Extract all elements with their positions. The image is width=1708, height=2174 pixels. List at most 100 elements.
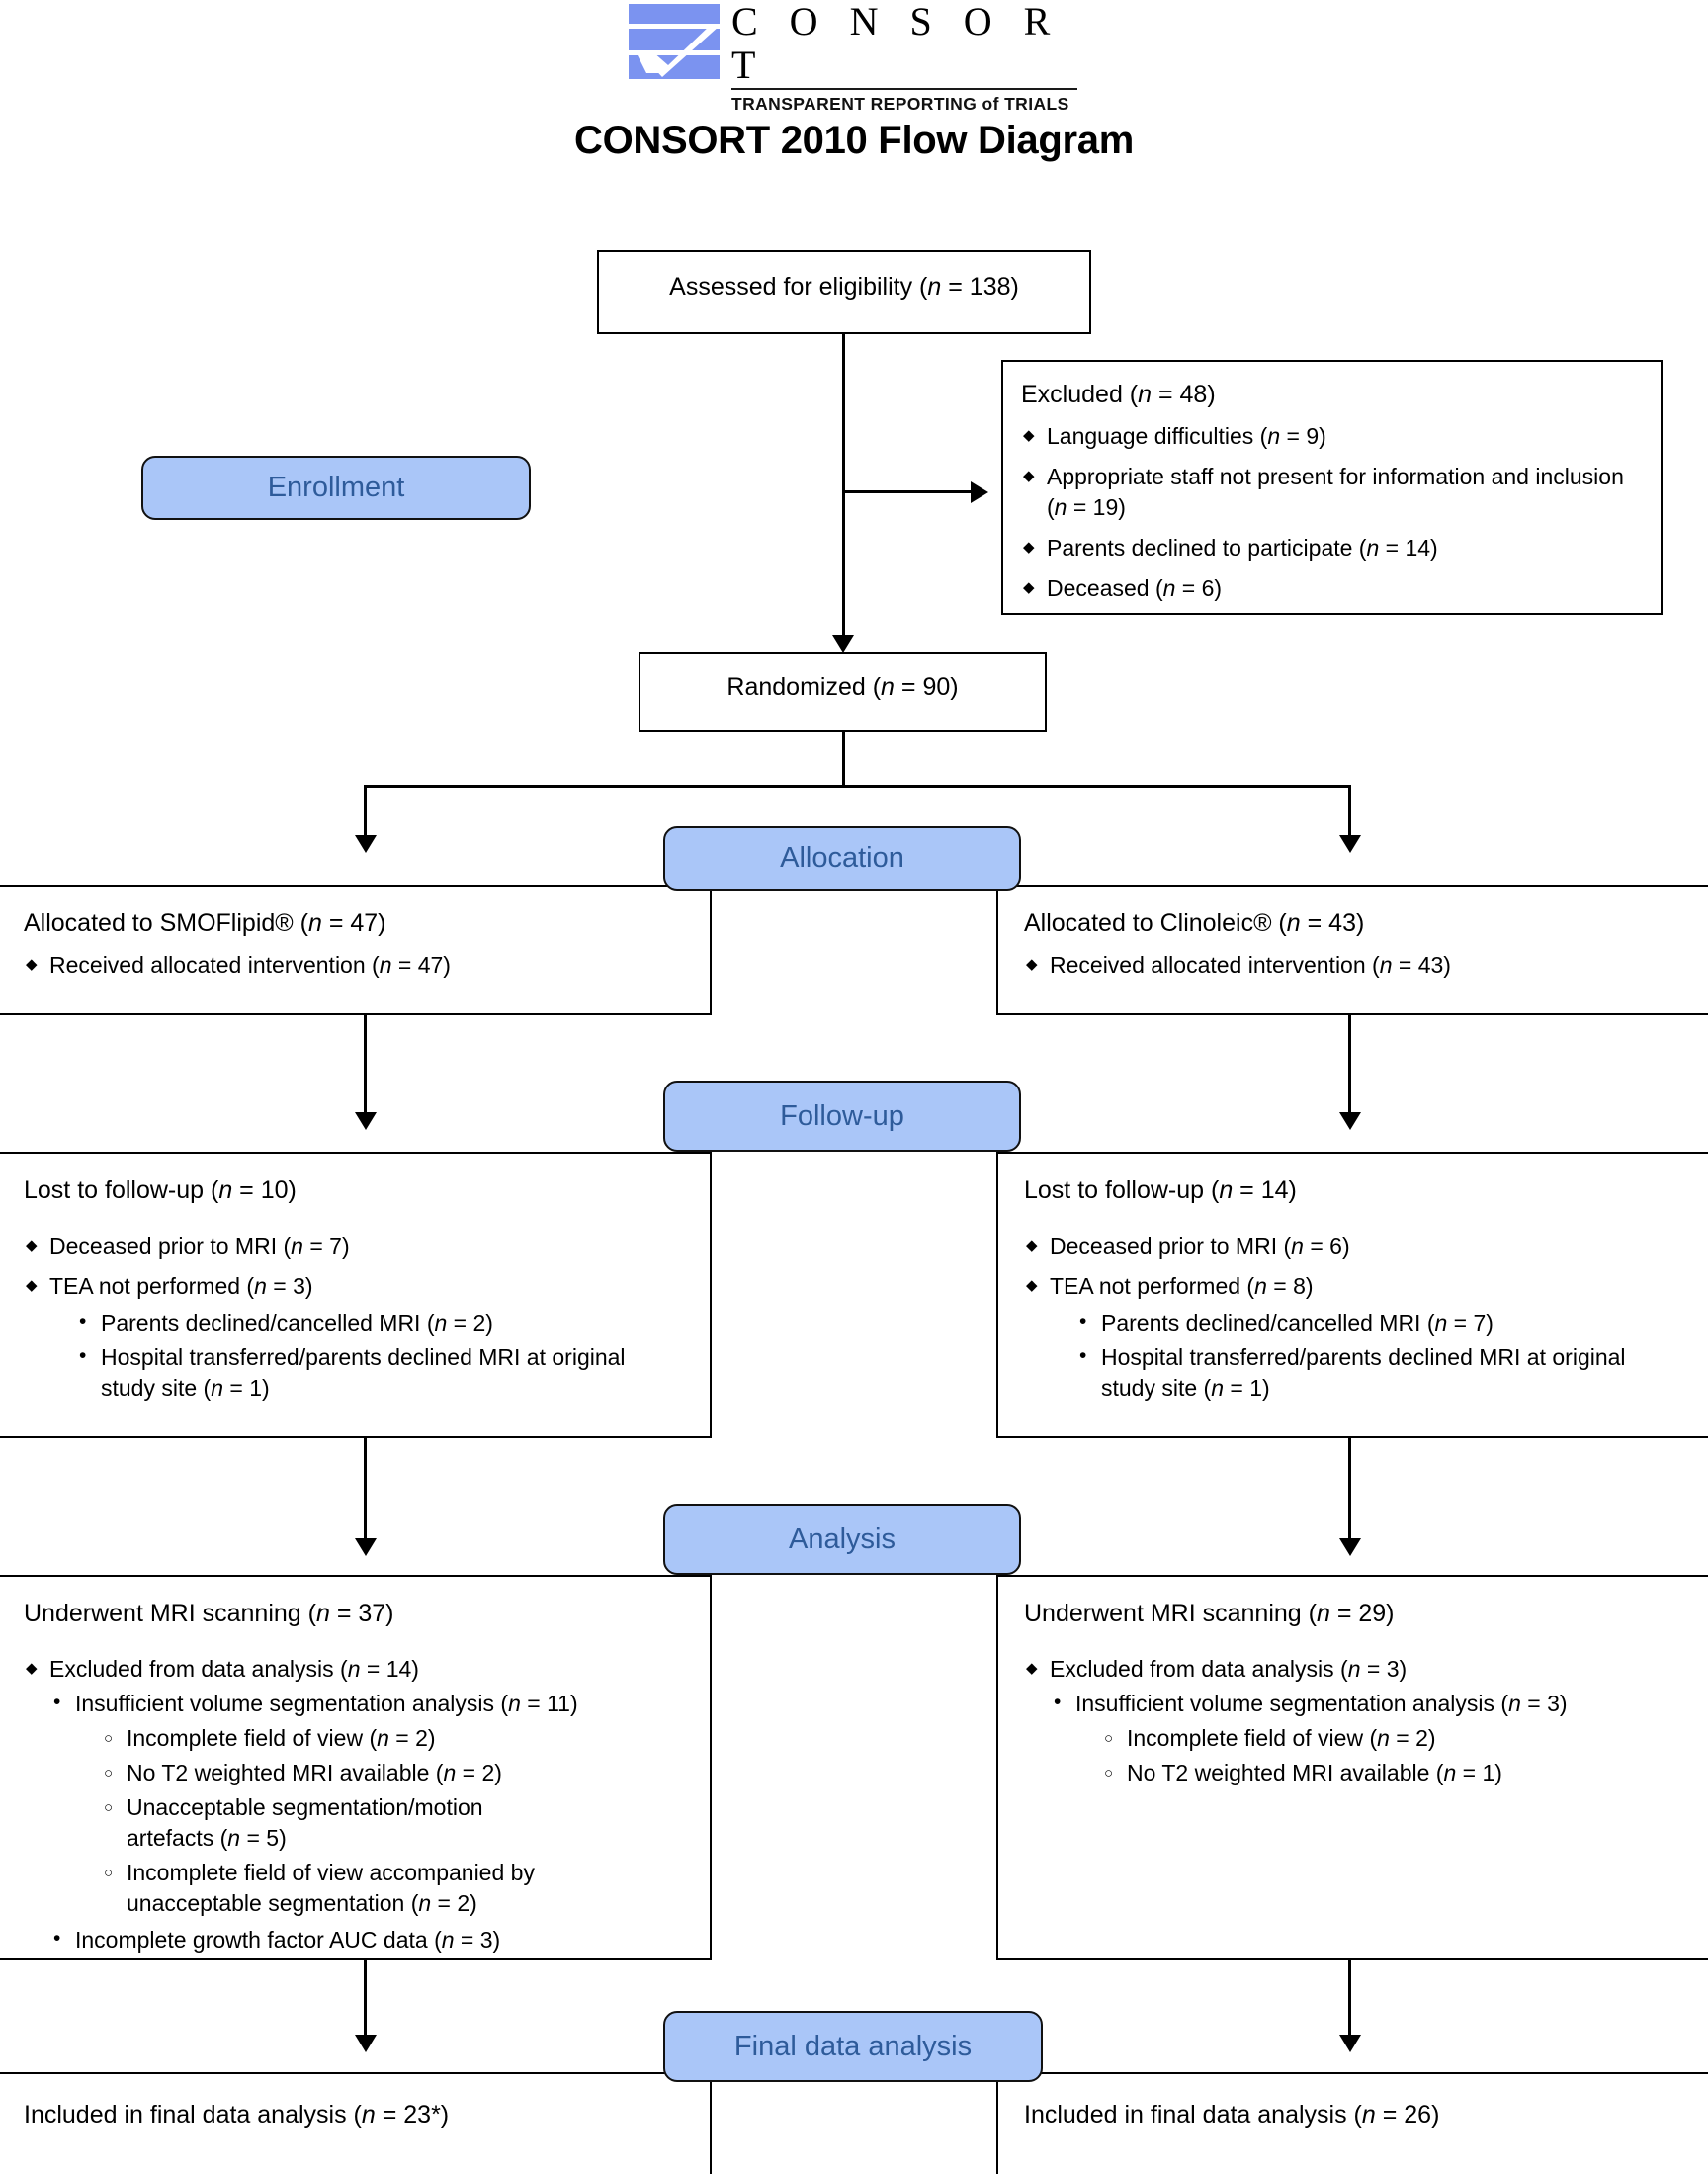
arrow-into-final-right xyxy=(1339,2035,1361,2052)
stage-label-final-text: Final data analysis xyxy=(733,2030,973,2062)
follow-left-sublist: Parents declined/cancelled MRI (n = 2) H… xyxy=(75,1306,692,1404)
connector-split-horizontal xyxy=(364,785,1351,788)
stage-label-allocation: Allocation xyxy=(663,826,1021,891)
box-lost-to-followup-right: Lost to follow-up (n = 14) Deceased prio… xyxy=(996,1152,1708,1438)
excluded-title: Excluded (n = 48) xyxy=(1021,381,1216,408)
randomized-title: Randomized (n = 90) xyxy=(726,673,959,701)
final-left-title: Included in final data analysis (n = 23*… xyxy=(24,2101,450,2129)
connector-split-left-down xyxy=(364,785,367,842)
connector-analysis-right-to-final xyxy=(1348,1960,1351,2044)
logo-wordmark: C O N S O R T xyxy=(731,0,1062,87)
list-item: Incomplete field of view accompanied by … xyxy=(101,1858,542,1919)
connector-follow-right-to-analysis xyxy=(1348,1438,1351,1547)
box-randomized: Randomized (n = 90) xyxy=(639,652,1047,732)
arrow-into-final-left xyxy=(355,2035,377,2052)
stage-label-analysis: Analysis xyxy=(663,1504,1021,1575)
stage-label-enrollment-text: Enrollment xyxy=(267,472,405,503)
list-item: Excluded from data analysis (n = 3) xyxy=(1024,1653,1692,1685)
connector-alloc-right-to-follow xyxy=(1348,1015,1351,1119)
stage-label-followup-text: Follow-up xyxy=(780,1099,904,1132)
alloc-left-list: Received allocated intervention (n = 47) xyxy=(24,949,692,981)
final-right-title: Included in final data analysis (n = 26) xyxy=(1024,2101,1440,2129)
checkmark-icon xyxy=(637,24,720,77)
connector-split-right-down xyxy=(1348,785,1351,842)
list-item: Hospital transferred/parents declined MR… xyxy=(75,1341,654,1404)
arrow-into-follow-left xyxy=(355,1112,377,1130)
box-final-right: Included in final data analysis (n = 26) xyxy=(996,2072,1708,2174)
analysis-left-title: Underwent MRI scanning (n = 37) xyxy=(24,1600,394,1627)
follow-right-list: Deceased prior to MRI (n = 6) TEA not pe… xyxy=(1024,1230,1692,1302)
stage-label-enrollment: Enrollment xyxy=(141,456,531,520)
list-item: Unacceptable segmentation/motion artefac… xyxy=(101,1792,542,1854)
list-item: Excluded from data analysis (n = 14) xyxy=(24,1653,692,1685)
list-item: Hospital transferred/parents declined MR… xyxy=(1075,1341,1655,1404)
analysis-right-title: Underwent MRI scanning (n = 29) xyxy=(1024,1600,1395,1627)
list-item: Received allocated intervention (n = 47) xyxy=(24,949,692,981)
connector-alloc-left-to-follow xyxy=(364,1015,367,1119)
follow-left-list: Deceased prior to MRI (n = 7) TEA not pe… xyxy=(24,1230,692,1302)
excluded-list: Language difficulties (n = 9) Appropriat… xyxy=(1021,420,1643,604)
consort-logo-text: C O N S O R T TRANSPARENT REPORTING of T… xyxy=(731,0,1083,115)
analysis-right-subsublist: Incomplete field of view (n = 2) No T2 w… xyxy=(1101,1723,1692,1788)
alloc-left-title: Allocated to SMOFlipid® (n = 47) xyxy=(24,910,386,937)
alloc-right-title: Allocated to Clinoleic® (n = 43) xyxy=(1024,910,1365,937)
list-item: Parents declined/cancelled MRI (n = 2) xyxy=(75,1306,692,1339)
logo-bar-top xyxy=(629,4,720,24)
list-item: No T2 weighted MRI available (n = 2) xyxy=(101,1758,692,1788)
list-item: Insufficient volume segmentation analysi… xyxy=(1050,1687,1692,1719)
assessed-title: Assessed for eligibility (n = 138) xyxy=(669,273,1019,301)
stage-label-analysis-text: Analysis xyxy=(789,1522,896,1555)
box-analysis-right: Underwent MRI scanning (n = 29) Excluded… xyxy=(996,1575,1708,1960)
analysis-right-sublist: Insufficient volume segmentation analysi… xyxy=(1050,1687,1692,1719)
stage-label-followup: Follow-up xyxy=(663,1081,1021,1152)
list-item: TEA not performed (n = 8) xyxy=(1024,1270,1692,1302)
logo-divider xyxy=(731,88,1077,90)
analysis-left-subsublist: Incomplete field of view (n = 2) No T2 w… xyxy=(101,1723,692,1919)
arrow-into-follow-right xyxy=(1339,1112,1361,1130)
connector-analysis-left-to-final xyxy=(364,1960,367,2044)
list-item: Deceased prior to MRI (n = 6) xyxy=(1024,1230,1692,1261)
arrow-into-alloc-left xyxy=(355,835,377,853)
list-item: Deceased prior to MRI (n = 7) xyxy=(24,1230,692,1261)
follow-right-title: Lost to follow-up (n = 14) xyxy=(1024,1176,1297,1204)
list-item: Appropriate staff not present for inform… xyxy=(1021,461,1643,523)
follow-left-title: Lost to follow-up (n = 10) xyxy=(24,1176,297,1204)
analysis-left-list: Excluded from data analysis (n = 14) xyxy=(24,1653,692,1685)
arrow-into-alloc-right xyxy=(1339,835,1361,853)
analysis-left-sublist: Insufficient volume segmentation analysi… xyxy=(49,1687,692,1719)
box-final-left: Included in final data analysis (n = 23*… xyxy=(0,2072,712,2174)
box-assessed-for-eligibility: Assessed for eligibility (n = 138) xyxy=(597,250,1091,334)
list-item: Received allocated intervention (n = 43) xyxy=(1024,949,1692,981)
list-item: No T2 weighted MRI available (n = 1) xyxy=(1101,1758,1692,1788)
arrow-into-randomized xyxy=(832,635,854,652)
alloc-right-list: Received allocated intervention (n = 43) xyxy=(1024,949,1692,981)
page-title: CONSORT 2010 Flow Diagram xyxy=(574,119,1134,162)
analysis-right-list: Excluded from data analysis (n = 3) xyxy=(1024,1653,1692,1685)
box-allocated-clinoleic: Allocated to Clinoleic® (n = 43) Receive… xyxy=(996,885,1708,1015)
connector-to-excluded xyxy=(842,490,971,493)
box-analysis-left: Underwent MRI scanning (n = 37) Excluded… xyxy=(0,1575,712,1960)
list-item: Language difficulties (n = 9) xyxy=(1021,420,1643,452)
list-item: Incomplete field of view (n = 2) xyxy=(1101,1723,1692,1754)
list-item: Parents declined/cancelled MRI (n = 7) xyxy=(1075,1306,1692,1339)
analysis-left-sublist-2: Incomplete growth factor AUC data (n = 3… xyxy=(49,1923,692,1956)
list-item: TEA not performed (n = 3) xyxy=(24,1270,692,1302)
list-item: Parents declined to participate (n = 14) xyxy=(1021,532,1643,564)
list-item: Incomplete growth factor AUC data (n = 3… xyxy=(49,1923,692,1956)
logo-tagline: TRANSPARENT REPORTING of TRIALS xyxy=(731,94,1069,114)
list-item: Incomplete field of view (n = 2) xyxy=(101,1723,692,1754)
stage-label-allocation-text: Allocation xyxy=(780,842,904,874)
arrow-into-analysis-right xyxy=(1339,1538,1361,1556)
stage-label-final-data-analysis: Final data analysis xyxy=(663,2011,1043,2082)
connector-randomized-down xyxy=(842,732,845,788)
box-allocated-smoflipid: Allocated to SMOFlipid® (n = 47) Receive… xyxy=(0,885,712,1015)
list-item: Deceased (n = 6) xyxy=(1021,572,1643,604)
arrow-into-excluded xyxy=(971,481,988,503)
consort-logo: C O N S O R T TRANSPARENT REPORTING of T… xyxy=(629,0,1083,114)
box-excluded: Excluded (n = 48) Language difficulties … xyxy=(1001,360,1663,615)
list-item: Insufficient volume segmentation analysi… xyxy=(49,1687,692,1719)
connector-follow-left-to-analysis xyxy=(364,1438,367,1547)
consort-logo-icon xyxy=(629,4,720,81)
box-lost-to-followup-left: Lost to follow-up (n = 10) Deceased prio… xyxy=(0,1152,712,1438)
